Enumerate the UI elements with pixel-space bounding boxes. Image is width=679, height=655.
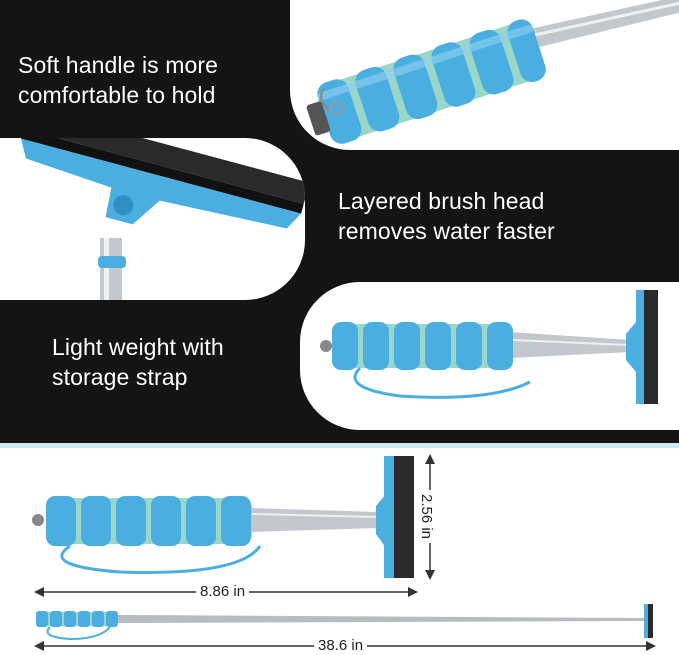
collapsed-length-label: 8.86 in bbox=[196, 583, 250, 600]
squeegee-head-icon bbox=[20, 138, 305, 300]
brush-head-bubble bbox=[0, 138, 305, 300]
handle-closeup-bubble bbox=[290, 0, 679, 150]
feature-brush-head: Layered brush head removes water faster bbox=[338, 188, 555, 244]
feature-soft-handle: Soft handle is more comfortable to hold bbox=[18, 52, 219, 108]
section-separator bbox=[0, 443, 679, 448]
foam-handle-icon bbox=[306, 0, 679, 144]
wrist-strap-icon bbox=[353, 366, 531, 399]
head-height-label: 2.56 in bbox=[418, 489, 436, 544]
telescopic-pole-icon bbox=[320, 290, 658, 404]
full-tool-bubble bbox=[300, 282, 679, 430]
extended-length-label: 38.6 in bbox=[314, 637, 368, 654]
feature-light-weight: Light weight with storage strap bbox=[52, 334, 224, 390]
